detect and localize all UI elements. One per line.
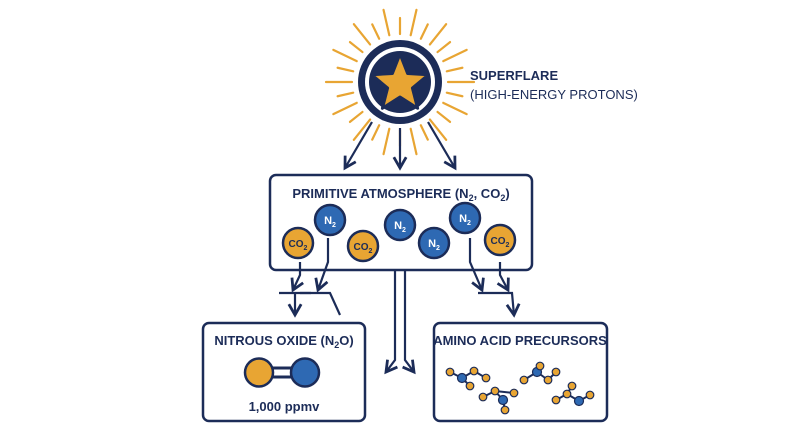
amino-title: AMINO ACID PRECURSORS [433, 333, 607, 348]
arrow-n2-left [314, 238, 330, 293]
nitrous-oxide-box [201, 321, 367, 423]
sun-ray [382, 127, 391, 156]
arrow-n2-right [468, 238, 485, 293]
sun-arrows [343, 121, 457, 171]
sun-ray [428, 23, 448, 46]
sun-ray [352, 23, 372, 46]
superflare-sun-icon [324, 8, 476, 156]
amino-molecule-1 [445, 366, 491, 391]
n2-molecule: N2 [383, 208, 417, 242]
amino-molecule-3 [519, 361, 561, 385]
sun-ray [352, 118, 372, 141]
sun-ray [445, 66, 464, 73]
sun-ray [336, 66, 355, 73]
atmosphere-title: PRIMITIVE ATMOSPHERE (N2, CO2) [292, 186, 509, 203]
sun-ray [419, 124, 429, 141]
molecule-label: N2 [428, 238, 440, 252]
lower-arrows [279, 238, 521, 375]
n2-molecule: N2 [448, 201, 482, 235]
n2o-molecule-icon [243, 357, 321, 388]
arrow-co2-right [496, 262, 510, 293]
nitrous-title: NITROUS OXIDE (N2O) [214, 333, 353, 350]
sun-ray [382, 8, 391, 37]
molecule-label: N2 [459, 213, 471, 227]
sun-ray [436, 110, 452, 124]
nitrous-value: 1,000 ppmv [249, 399, 321, 414]
superflare-title: SUPERFLARE [470, 68, 558, 83]
sun-ray [436, 40, 452, 54]
sun-ray [442, 101, 468, 116]
sun-ray [419, 23, 429, 40]
sun-ray [332, 101, 358, 116]
sun-ray [371, 23, 381, 40]
arrow-center-left [384, 270, 398, 375]
sun-rays [324, 8, 476, 156]
arrow-sun-right [427, 121, 457, 171]
molecule-label: CO2 [354, 242, 373, 255]
sun-ray [409, 8, 418, 37]
sun-ray [445, 91, 464, 98]
amino-molecule-2 [478, 386, 519, 415]
arrow-to-amino [478, 291, 521, 318]
molecule-label: N2 [324, 215, 336, 229]
molecule-label: N2 [394, 220, 406, 234]
n2-molecule: N2 [313, 203, 347, 237]
molecule-label: CO2 [289, 239, 308, 252]
arrow-merge-left [300, 291, 342, 316]
arrow-co2-left [290, 262, 304, 293]
sun-ray [336, 91, 355, 98]
sun-ray [348, 40, 364, 54]
amino-molecules-icon [445, 361, 595, 415]
sun-ray [332, 48, 358, 63]
sun-ray [348, 110, 364, 124]
arrow-to-nitrous-left [279, 291, 311, 315]
arrow-center-right [402, 270, 416, 375]
star-icon [370, 52, 430, 110]
sun-ray [371, 124, 381, 141]
n2-molecule: N2 [417, 226, 451, 260]
superflare-subtitle: (HIGH-ENERGY PROTONS) [470, 87, 638, 102]
co2-molecule: CO2 [346, 229, 380, 263]
sun-ray [442, 48, 468, 63]
co2-molecule: CO2 [483, 223, 517, 257]
co2-molecule: CO2 [281, 226, 315, 260]
amino-molecule-4 [551, 381, 595, 407]
molecule-label: CO2 [491, 236, 510, 249]
sun-ray [409, 127, 418, 156]
sun-ray [428, 118, 448, 141]
arrow-sun-left [343, 121, 373, 171]
